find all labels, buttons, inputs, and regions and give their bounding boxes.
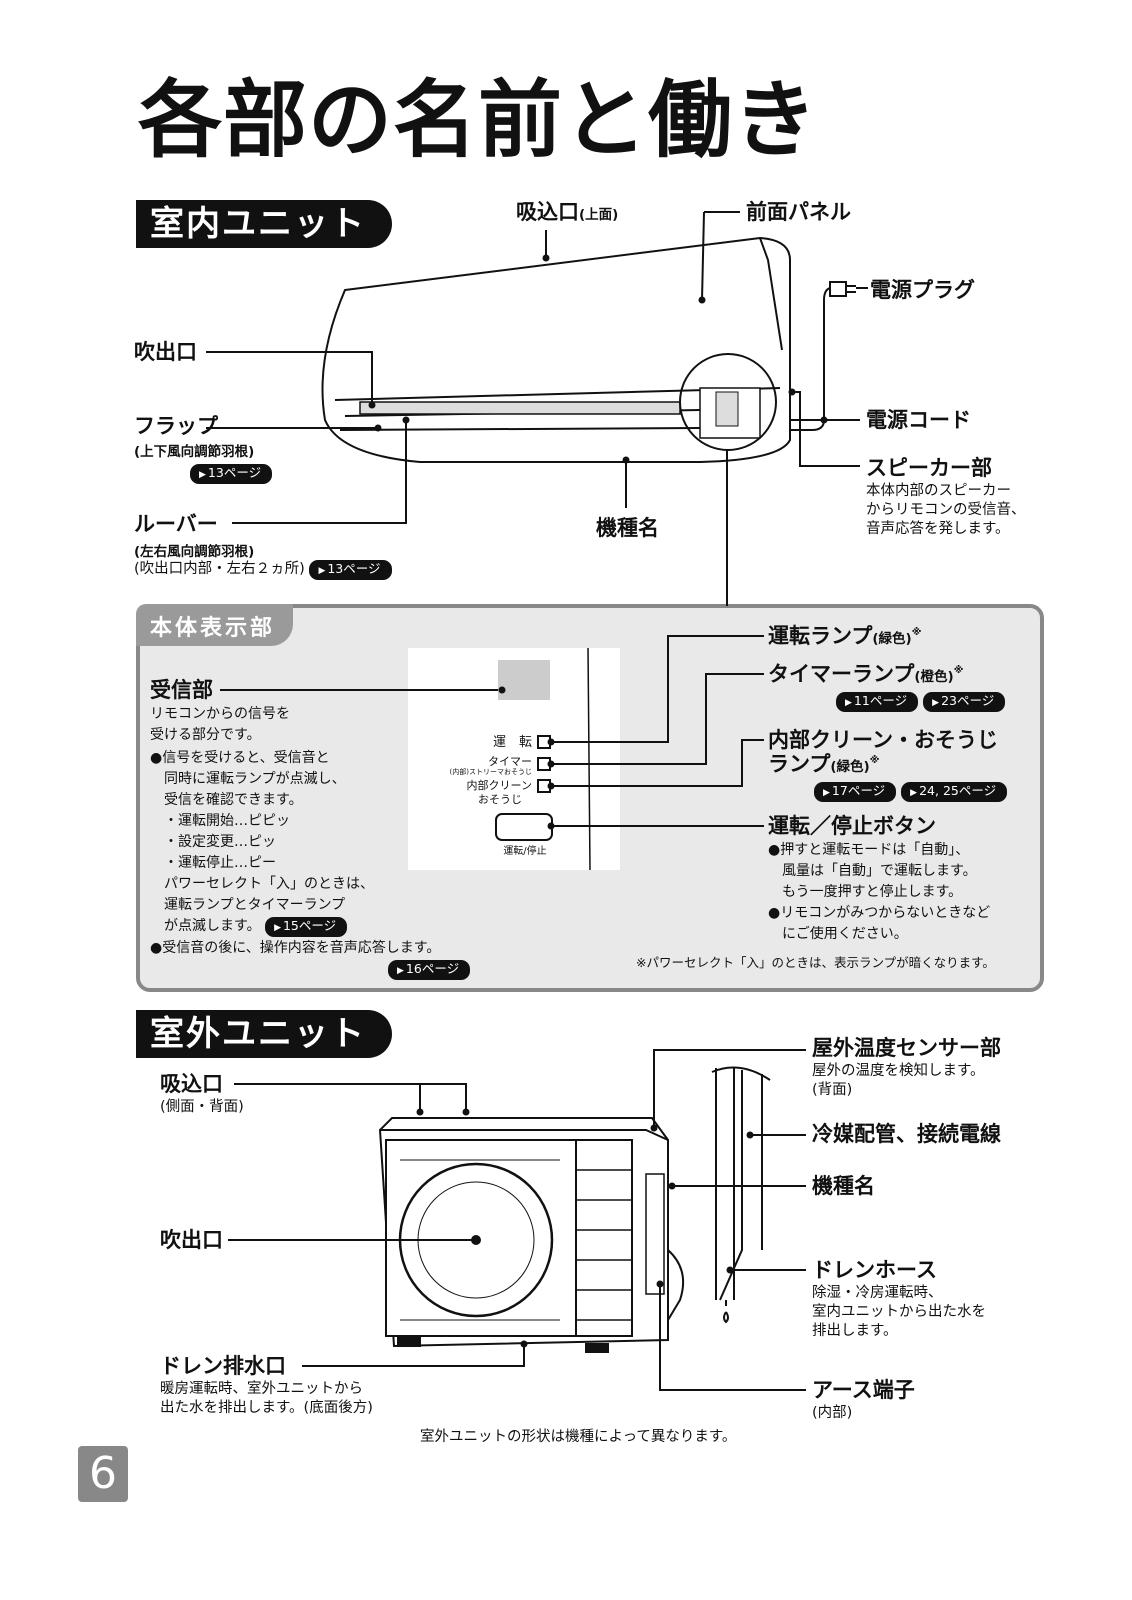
outdoor-shape-note: 室外ユニットの形状は機種によって異なります。 <box>420 1429 737 1445</box>
panel-timer-text: タイマー <box>488 755 532 768</box>
drain-outlet-label: ドレン排水口 <box>160 1354 286 1378</box>
outdoor-section-label: 室外ユニット <box>136 1010 392 1058</box>
speaker-desc: 本体内部のスピーカーからリモコンの受信音、音声応答を発します。 <box>866 483 1026 537</box>
outdoor-outlet-label: 吹出口 <box>160 1228 223 1252</box>
indoor-model-name-label: 機種名 <box>596 516 659 540</box>
flap-page-ref[interactable]: 13ページ <box>190 462 273 484</box>
earth-terminal-label: アース端子 <box>812 1378 915 1402</box>
clean-page-refs: 17ページ 24, 25ページ <box>814 780 1008 802</box>
receiver-bullet-1: ●信号を受けると、受信音と 同時に運転ランプが点滅し、 受信を確認できます。 ・… <box>150 748 374 937</box>
receiver-page-ref-2[interactable]: 16ページ <box>388 958 471 980</box>
receiver-bullet-2: ●受信音の後に、操作内容を音声応答します。 <box>150 940 441 956</box>
page-title: 各部の名前と働き <box>138 71 819 169</box>
receiver-page-ref-1[interactable]: 15ページ <box>265 917 348 937</box>
louver-label: ルーバー <box>134 512 218 536</box>
front-panel-label: 前面パネル <box>746 200 851 224</box>
outdoor-intake-label: 吸込口 <box>160 1072 223 1096</box>
flap-label: フラップ <box>134 414 218 438</box>
receiver-label: 受信部 <box>150 678 213 702</box>
temp-sensor-label: 屋外温度センサー部 <box>812 1036 1001 1060</box>
drain-outlet-desc: 暖房運転時、室外ユニットから出た水を排出します。(底面後方) <box>160 1381 373 1416</box>
panel-stream-text: (内部)ストリーマおそうじ <box>449 768 532 776</box>
receiver-desc: リモコンからの信号を受ける部分です。 <box>150 706 290 743</box>
outdoor-intake-note: (側面・背面) <box>160 1099 244 1115</box>
panel-clean-text: 内部クリーン <box>466 779 532 792</box>
indoor-intake-label: 吸込口(上面) <box>516 200 619 224</box>
drain-hose-label: ドレンホース <box>812 1258 937 1282</box>
panel-button-text: 運転/停止 <box>503 846 547 857</box>
power-cord-label: 電源コード <box>866 408 971 432</box>
earth-terminal-note: (内部) <box>812 1405 853 1421</box>
indoor-outlet-label: 吹出口 <box>134 340 197 364</box>
clean-lamp-label-2: ランプ(緑色)※ <box>768 752 880 776</box>
indoor-section-label: 室内ユニット <box>136 200 392 248</box>
timer-lamp-label: タイマーランプ(橙色)※ <box>768 662 964 686</box>
run-button-label: 運転／停止ボタン <box>768 814 936 838</box>
run-button-desc: ●押すと運転モードは「自動」、 風量は「自動」で運転します。 もう一度押すと停止… <box>768 842 991 942</box>
clean-page-ref-2[interactable]: 24, 25ページ <box>901 782 1008 802</box>
display-footnote: ※パワーセレクト「入」のときは、表示ランプが暗くなります。 <box>636 955 995 970</box>
temp-sensor-desc: 屋外の温度を検知します。(背面) <box>812 1063 985 1098</box>
timer-page-ref-1[interactable]: 11ページ <box>836 692 919 712</box>
flap-note: (上下風向調節羽根) <box>134 444 255 460</box>
speaker-label: スピーカー部 <box>866 456 992 480</box>
timer-page-refs: 11ページ 23ページ <box>836 690 1006 712</box>
clean-lamp-label: 内部クリーン・おそうじ <box>768 728 998 752</box>
panel-clean-text-2: おそうじ <box>478 793 522 806</box>
power-plug-label: 電源プラグ <box>870 278 975 302</box>
run-lamp-label: 運転ランプ(緑色)※ <box>768 624 922 648</box>
timer-page-ref-2[interactable]: 23ページ <box>923 692 1006 712</box>
outdoor-model-name-label: 機種名 <box>812 1174 875 1198</box>
drain-hose-desc: 除湿・冷房運転時、室内ユニットから出た水を排出します。 <box>812 1285 986 1339</box>
louver-page-ref[interactable]: 13ページ <box>309 560 392 580</box>
display-section-label: 本体表示部 <box>136 604 294 646</box>
louver-note-2: (吹出口内部・左右２ヵ所) 13ページ <box>134 560 392 580</box>
clean-page-ref-1[interactable]: 17ページ <box>814 782 897 802</box>
panel-run-text: 運 転 <box>492 735 532 750</box>
page-number: 6 <box>78 1446 128 1502</box>
pipe-label: 冷媒配管、接続電線 <box>812 1122 1001 1146</box>
louver-note: (左右風向調節羽根) <box>134 544 255 560</box>
